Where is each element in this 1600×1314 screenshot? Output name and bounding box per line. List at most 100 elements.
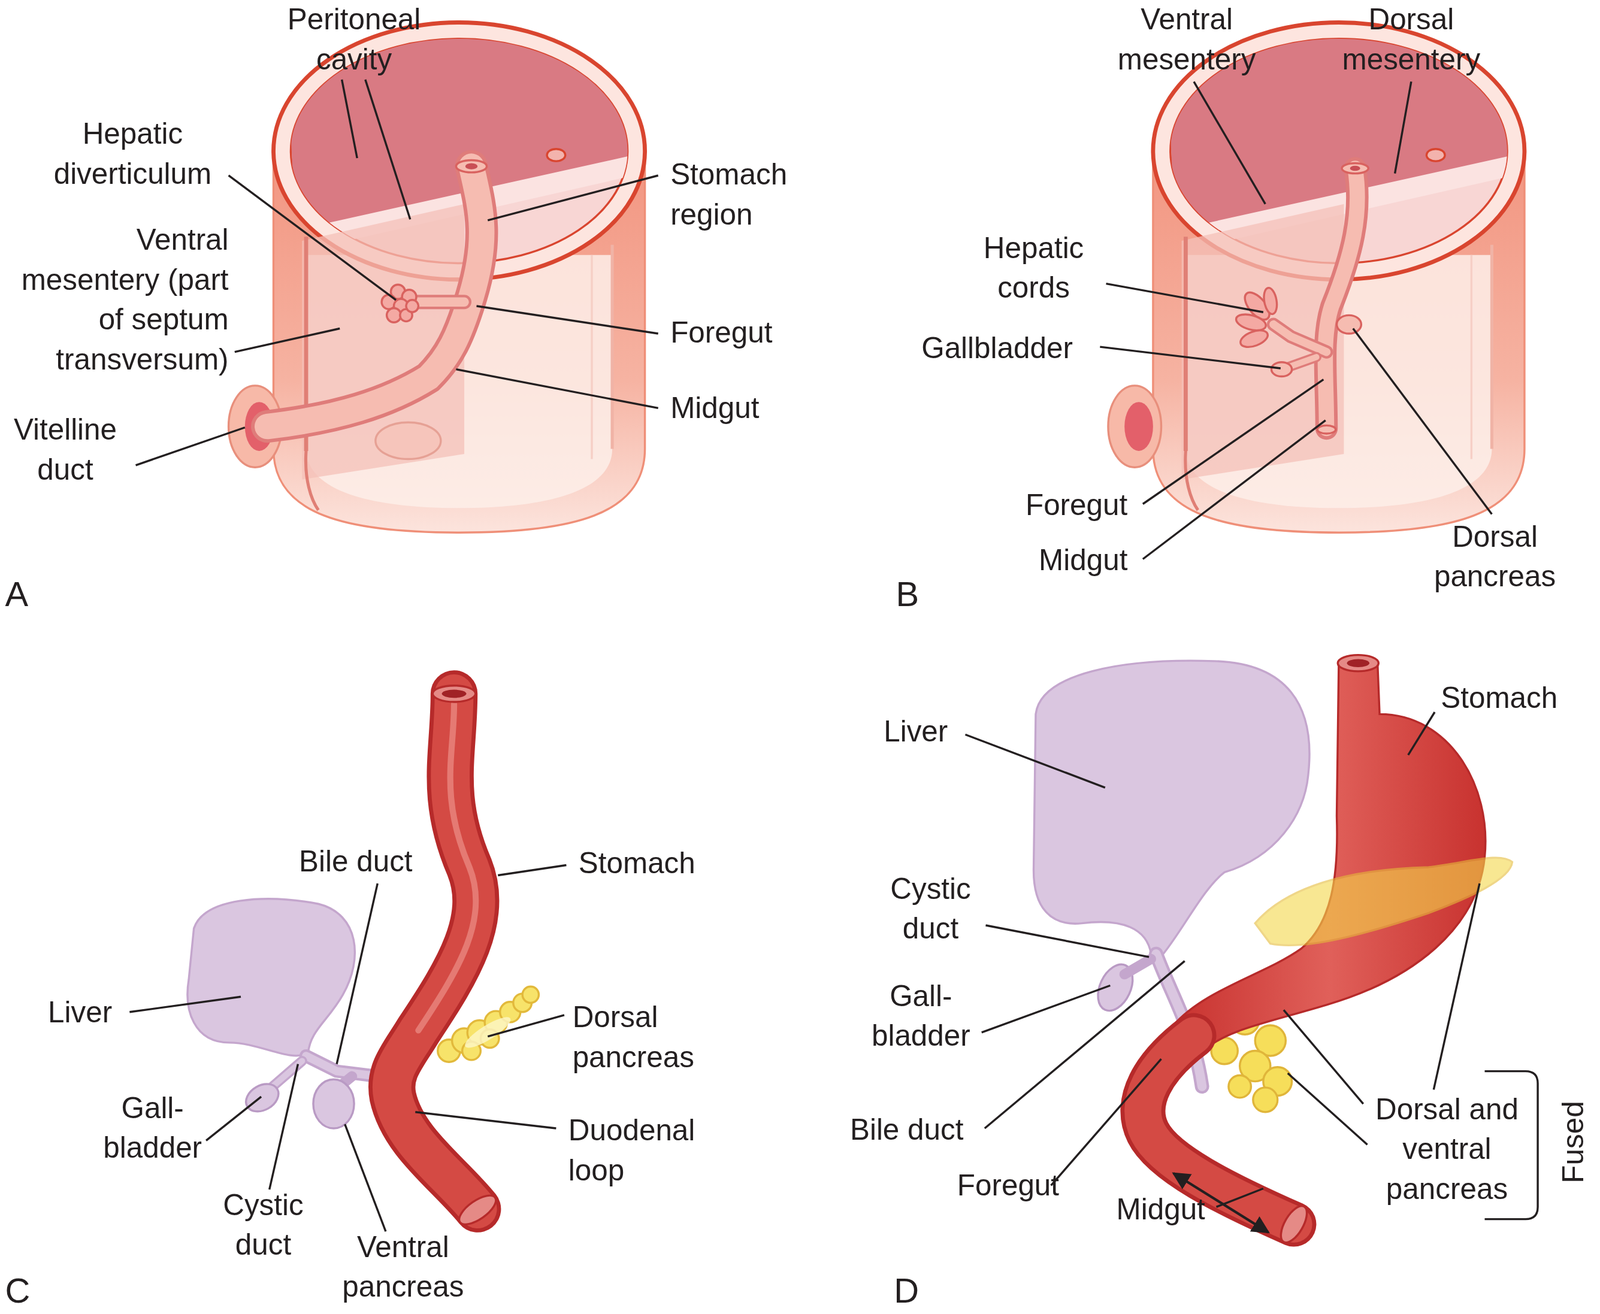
panel-letter: A: [5, 573, 29, 615]
illustration-part: [1099, 346, 1281, 369]
illustration-part: [1395, 81, 1412, 174]
illustration-part: [984, 961, 1185, 1129]
illustration-part: [487, 175, 658, 221]
illustration-part: [981, 985, 1111, 1033]
part-label: Midgut: [1038, 540, 1128, 581]
illustration-part: [406, 300, 419, 313]
illustration-part: [1408, 712, 1435, 756]
illustration-part: [1238, 327, 1270, 351]
illustration-part: [269, 1064, 299, 1191]
illustration-part: [1051, 1059, 1162, 1186]
illustration-part: [1283, 1009, 1364, 1105]
illustration-part: [1347, 658, 1370, 668]
illustration-part: [461, 1012, 514, 1053]
illustration-part: [375, 422, 441, 459]
illustration-part: [432, 685, 476, 703]
illustration-part: [1234, 286, 1362, 377]
illustration-part: [476, 306, 659, 334]
illustration-part: [234, 328, 340, 353]
illustration-part: [1433, 883, 1480, 1090]
illustration-part: [1273, 324, 1327, 353]
illustration-part: [1337, 655, 1379, 672]
part-label: Dorsal mesentery: [1324, 0, 1499, 80]
part-label: Dorsal and ventral pancreas: [1370, 1089, 1524, 1209]
illustration-part: [1287, 1073, 1368, 1145]
part-label: Vitelline duct: [4, 410, 127, 491]
illustration-part: [1287, 357, 1317, 368]
part-label: Liver: [47, 992, 113, 1033]
part-label: Ventral pancreas: [326, 1227, 480, 1308]
part-label: Dorsal pancreas: [572, 997, 737, 1078]
illustration-part: [418, 703, 476, 1031]
illustration-part: [1142, 420, 1326, 560]
illustration-part: [415, 1112, 556, 1129]
illustration-part: [965, 734, 1105, 788]
illustration-part: [342, 79, 358, 159]
illustration-part: [1353, 328, 1493, 515]
illustration-part: [135, 427, 246, 466]
illustration-part: [267, 166, 482, 427]
illustration-part: [267, 166, 482, 427]
part-label: Cystic duct: [874, 869, 987, 949]
illustration-part: [455, 369, 658, 409]
part-label: Foregut: [1025, 485, 1128, 526]
illustration-part: [1273, 168, 1358, 429]
illustration-part: [1254, 857, 1512, 946]
illustration-part: [522, 986, 539, 1003]
illustration-part: [313, 1079, 355, 1129]
illustration-part: [465, 163, 478, 170]
illustration-part: [1271, 362, 1292, 377]
part-label: Stomach region: [670, 155, 824, 235]
illustration-part: [1216, 1189, 1264, 1208]
illustration-part: [437, 986, 540, 1063]
part-label: Stomach: [578, 844, 696, 884]
illustration-part: [129, 79, 1492, 1232]
illustration-part: [1275, 1202, 1313, 1247]
part-label: Duodenal loop: [568, 1111, 722, 1191]
illustration-part: [1325, 168, 1358, 429]
illustration-part: [1287, 357, 1317, 368]
illustration-part: [267, 166, 482, 427]
illustration-part: [187, 899, 355, 1057]
illustration-part: [365, 79, 411, 220]
part-label: Gall- bladder: [94, 1089, 212, 1169]
part-label: Dorsal pancreas: [1413, 517, 1577, 598]
part-label: Gall- bladder: [861, 976, 980, 1057]
illustration-part: [391, 693, 478, 1209]
part-label: Gallbladder: [921, 328, 1073, 369]
illustration-part: [1228, 1075, 1251, 1098]
illustration-part: [336, 883, 378, 1065]
illustration-part: [1325, 168, 1358, 429]
illustration-part: [442, 690, 467, 699]
illustration-part: [206, 1096, 262, 1141]
illustration-part: [381, 284, 419, 323]
part-label: Hepatic cords: [962, 228, 1105, 309]
illustration-part: [129, 996, 241, 1013]
part-label: Bile duct: [298, 841, 413, 882]
panel-letter: B: [896, 573, 920, 615]
part-label: Midgut: [1116, 1189, 1206, 1230]
illustration-part: [386, 307, 402, 323]
illustration-part: [1337, 315, 1362, 334]
illustration-part: [1106, 283, 1264, 313]
part-label: Foregut: [670, 313, 773, 353]
illustration-part: [1262, 286, 1279, 316]
illustration-part: [240, 1078, 284, 1118]
illustration-part: [454, 1190, 501, 1230]
illustration-part: [1193, 81, 1266, 204]
illustration-part: [1108, 20, 1525, 533]
part-label: Stomach: [1440, 678, 1558, 719]
illustration-part: [1273, 324, 1327, 353]
illustration-part: [228, 20, 646, 533]
illustration-part: [1173, 663, 1486, 1051]
part-label: Cystic duct: [207, 1185, 320, 1266]
part-label: Ventral mesentery (part of septum transv…: [0, 220, 229, 380]
illustration-part: [455, 159, 487, 172]
illustration-part: [497, 865, 567, 876]
part-label: Peritoneal cavity: [267, 0, 441, 80]
part-label: Hepatic diverticulum: [35, 114, 231, 195]
illustration-part: [985, 925, 1150, 958]
part-label: Midgut: [670, 388, 759, 429]
